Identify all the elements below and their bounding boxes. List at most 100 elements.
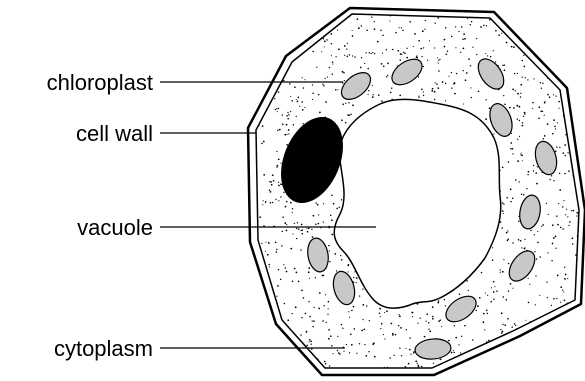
cytoplasm-dot	[453, 352, 454, 353]
cytoplasm-dot	[519, 181, 520, 182]
cytoplasm-dot	[480, 26, 482, 28]
cytoplasm-dot	[495, 61, 496, 62]
cytoplasm-dot	[437, 87, 439, 89]
cytoplasm-dot	[393, 355, 394, 356]
cytoplasm-dot	[310, 340, 312, 342]
cytoplasm-dot	[286, 224, 287, 225]
cytoplasm-dot	[400, 327, 402, 329]
cytoplasm-dot	[432, 88, 434, 90]
cytoplasm-dot	[562, 228, 564, 230]
cytoplasm-dot	[476, 38, 477, 39]
cytoplasm-dot	[277, 285, 279, 287]
cytoplasm-dot	[524, 248, 526, 250]
cytoplasm-dot	[486, 309, 488, 311]
cytoplasm-dot	[511, 133, 512, 134]
cytoplasm-dot	[355, 282, 356, 283]
cytoplasm-dot	[353, 328, 355, 330]
cytoplasm-dot	[392, 49, 394, 51]
cytoplasm-dot	[332, 74, 333, 75]
cytoplasm-dot	[392, 334, 394, 336]
cytoplasm-dot	[330, 33, 332, 35]
cytoplasm-dot	[410, 354, 411, 355]
cytoplasm-dot	[551, 175, 552, 176]
cytoplasm-dot	[387, 63, 389, 65]
cytoplasm-dot	[441, 326, 442, 327]
cytoplasm-dot	[374, 356, 375, 357]
cytoplasm-dot	[559, 147, 560, 148]
cytoplasm-dot	[463, 33, 465, 35]
cytoplasm-dot	[387, 367, 388, 368]
cytoplasm-dot	[369, 52, 370, 53]
cytoplasm-dot	[326, 39, 328, 41]
cytoplasm-dot	[533, 165, 534, 166]
cytoplasm-dot	[445, 83, 447, 85]
cytoplasm-dot	[302, 123, 303, 124]
cytoplasm-dot	[463, 70, 464, 71]
cytoplasm-dot	[432, 318, 434, 320]
cytoplasm-dot	[541, 88, 542, 89]
cytoplasm-dot	[454, 93, 456, 95]
cytoplasm-dot	[532, 102, 534, 104]
cytoplasm-dot	[428, 322, 430, 324]
cytoplasm-dot	[504, 64, 505, 65]
cytoplasm-dot	[267, 254, 269, 256]
cytoplasm-dot	[417, 57, 418, 58]
cytoplasm-dot	[571, 210, 572, 211]
cytoplasm-dot	[319, 112, 321, 114]
cytoplasm-dot	[287, 319, 289, 321]
cytoplasm-dot	[556, 146, 557, 147]
cytoplasm-dot	[556, 215, 558, 217]
cytoplasm-dot	[378, 94, 380, 96]
cytoplasm-dot	[399, 316, 401, 318]
cytoplasm-dot	[343, 351, 344, 352]
cytoplasm-dot	[391, 323, 393, 325]
cytoplasm-dot	[377, 41, 379, 43]
cytoplasm-dot	[276, 251, 278, 253]
cytoplasm-dot	[329, 261, 330, 262]
cytoplasm-dot	[282, 123, 284, 125]
cytoplasm-dot	[361, 330, 363, 332]
cytoplasm-dot	[435, 23, 436, 24]
cytoplasm-dot	[284, 303, 285, 304]
cytoplasm-dot	[546, 203, 547, 204]
cytoplasm-dot	[538, 117, 540, 119]
cytoplasm-dot	[417, 323, 418, 324]
cytoplasm-dot	[276, 108, 277, 109]
cytoplasm-dot	[547, 78, 548, 79]
cytoplasm-dot	[451, 72, 452, 73]
cytoplasm-dot	[522, 122, 524, 124]
cytoplasm-dot	[304, 79, 305, 80]
cytoplasm-dot	[306, 228, 307, 229]
cytoplasm-dot	[340, 255, 341, 256]
cytoplasm-dot	[362, 289, 363, 290]
cytoplasm-dot	[559, 173, 560, 174]
cytoplasm-dot	[259, 216, 261, 218]
cytoplasm-dot	[519, 136, 520, 137]
cytoplasm-dot	[286, 115, 288, 117]
cytoplasm-dot	[483, 25, 484, 26]
cytoplasm-dot	[575, 254, 577, 256]
cytoplasm-dot	[455, 337, 457, 339]
cytoplasm-dot	[526, 188, 527, 189]
cytoplasm-dot	[501, 312, 503, 314]
cytoplasm-dot	[496, 290, 498, 292]
cytoplasm-dot	[351, 310, 353, 312]
cytoplasm-dot	[308, 271, 310, 273]
cytoplasm-dot	[490, 56, 491, 57]
cytoplasm-dot	[542, 224, 544, 226]
cytoplasm-dot	[448, 340, 450, 342]
cytoplasm-dot	[400, 59, 402, 61]
cytoplasm-dot	[557, 275, 559, 277]
cytoplasm-dot	[466, 280, 468, 282]
cytoplasm-dot	[544, 102, 546, 104]
cytoplasm-dot	[512, 148, 514, 150]
cytoplasm-dot	[331, 55, 332, 56]
cytoplasm-dot	[556, 298, 557, 299]
cytoplasm-dot	[506, 42, 508, 44]
cytoplasm-dot	[286, 201, 288, 203]
cytoplasm-dot	[508, 263, 509, 264]
cytoplasm-dot	[402, 30, 404, 32]
cytoplasm-dot	[423, 91, 424, 92]
cytoplasm-dot	[483, 321, 485, 323]
cytoplasm-dot	[374, 53, 375, 54]
